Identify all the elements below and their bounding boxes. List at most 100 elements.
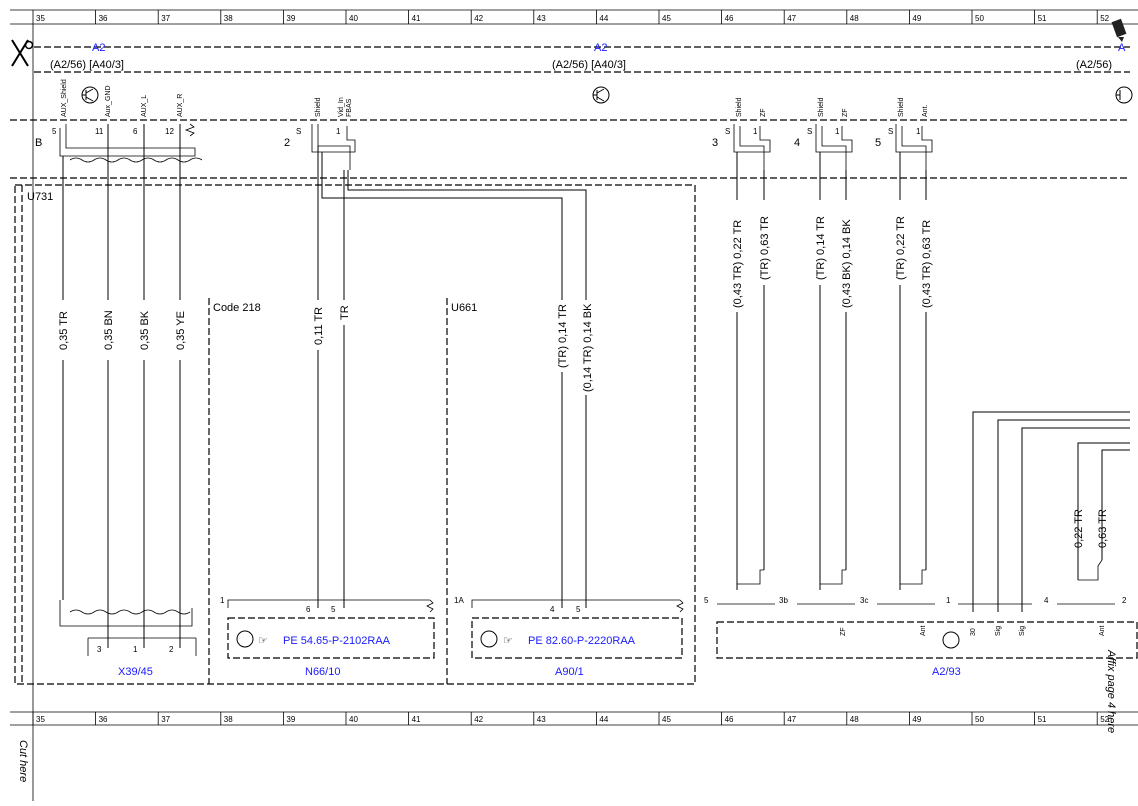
svg-text:S: S xyxy=(888,127,893,136)
svg-text:S: S xyxy=(807,127,812,136)
svg-text:Sig: Sig xyxy=(1019,626,1026,636)
top-column-label: 50 xyxy=(975,14,984,23)
module-a2-ref-2: (A2/56) [A40/3] xyxy=(552,59,626,71)
wire-label-13: (TR) 0,22 TR xyxy=(895,216,907,280)
bottom-column-label: 51 xyxy=(1038,715,1047,724)
svg-text:1: 1 xyxy=(133,645,138,654)
wire-label-3: 0,35 BK xyxy=(139,310,151,350)
component-x39-45: 3 1 2 X39/45 xyxy=(59,600,197,678)
connector-4: 4 S 1 xyxy=(794,124,853,170)
svg-text:4: 4 xyxy=(550,605,555,614)
x39-45-label: X39/45 xyxy=(118,666,153,678)
pin-aux-r: AUX_R xyxy=(177,94,184,117)
wire-label-2: 0,35 BN xyxy=(103,310,115,350)
bottom-column-label: 43 xyxy=(537,715,546,724)
zone-u731-label: U731 xyxy=(27,191,53,203)
svg-text:1: 1 xyxy=(336,127,341,136)
top-column-label: 37 xyxy=(161,14,170,23)
transistor-symbol-icon xyxy=(81,86,99,104)
pen-icon xyxy=(1111,18,1127,42)
svg-text:5: 5 xyxy=(704,596,709,605)
svg-text:3: 3 xyxy=(712,137,718,149)
svg-text:6: 6 xyxy=(133,127,138,136)
svg-text:Ant: Ant xyxy=(920,625,927,636)
svg-text:ZF: ZF xyxy=(840,627,847,636)
module-a2-ref: (A2/56) [A40/3] xyxy=(50,59,124,71)
svg-text:4: 4 xyxy=(1044,596,1049,605)
scissors-icon xyxy=(11,39,34,67)
wire-label-14: (0,43 TR) 0,63 TR xyxy=(921,220,933,308)
top-column-label: 44 xyxy=(599,14,608,23)
component-a2-93: 5 3b 3c 1 4 2 30 Sig Sig Ant Ant ZF A2/9… xyxy=(704,559,1138,678)
svg-text:3: 3 xyxy=(97,645,102,654)
wire-label-12: (0,43 BK) 0,14 BK xyxy=(841,219,853,308)
zone-u731-outline xyxy=(14,184,696,685)
svg-text:5: 5 xyxy=(331,605,336,614)
wire-label-8: (0,14 TR) 0,14 BK xyxy=(582,303,594,392)
top-column-label: 49 xyxy=(912,14,921,23)
svg-text:3b: 3b xyxy=(779,596,788,605)
pointing-hand-icon: ☞ xyxy=(258,635,268,647)
bottom-column-label: 40 xyxy=(349,715,358,724)
svg-text:5: 5 xyxy=(875,137,881,149)
pointing-hand-icon-2: ☞ xyxy=(503,635,513,647)
pin-zf-c: ZF xyxy=(842,108,849,117)
a90-1-ref-link: PE 82.60-P-2220RAA xyxy=(528,635,636,647)
bottom-column-label: 48 xyxy=(850,715,859,724)
pin-aux-l: AUX_L xyxy=(141,95,148,117)
top-column-label: 40 xyxy=(349,14,358,23)
svg-text:1: 1 xyxy=(916,127,921,136)
bottom-column-label: 41 xyxy=(412,715,421,724)
svg-text:1: 1 xyxy=(946,596,951,605)
transistor-symbol-icon-3 xyxy=(1115,86,1133,104)
wire-label-10: (TR) 0,63 TR xyxy=(759,216,771,280)
top-column-label: 45 xyxy=(662,14,671,23)
top-column-label: 43 xyxy=(537,14,546,23)
wire-label-5: 0,11 TR xyxy=(313,307,325,345)
n66-10-label: N66/10 xyxy=(305,666,340,678)
top-column-label: 35 xyxy=(36,14,45,23)
svg-text:1: 1 xyxy=(835,127,840,136)
connector-b: B 5 11 6 12 xyxy=(35,123,203,163)
svg-text:1A: 1A xyxy=(454,596,464,605)
bottom-column-label: 44 xyxy=(599,715,608,724)
svg-text:5: 5 xyxy=(576,605,581,614)
pin-shield-b: Shield xyxy=(736,97,743,117)
wire-label-6: TR xyxy=(339,305,351,320)
svg-text:5: 5 xyxy=(52,127,57,136)
svg-text:Sig: Sig xyxy=(995,626,1002,636)
connector-3: 3 S 1 xyxy=(712,124,771,170)
pin-aux-shield: AUX_Shield xyxy=(61,79,68,117)
bottom-column-label: 46 xyxy=(725,715,734,724)
svg-text:2: 2 xyxy=(284,137,290,149)
top-column-label: 39 xyxy=(286,14,295,23)
pin-ant-d: Ant. xyxy=(922,104,929,117)
bottom-column-label: 50 xyxy=(975,715,984,724)
zone-code218-label: Code 218 xyxy=(213,302,261,314)
svg-text:11: 11 xyxy=(95,127,104,136)
wire-label-15: 0,22 TR xyxy=(1073,509,1085,548)
pin-aux-gnd: Aux_GND xyxy=(105,85,112,117)
wire-runs xyxy=(62,124,1130,648)
svg-text:Ant: Ant xyxy=(1099,625,1106,636)
top-column-label: 52 xyxy=(1100,14,1109,23)
bottom-column-label: 35 xyxy=(36,715,45,724)
top-column-label: 47 xyxy=(787,14,796,23)
top-column-label: 46 xyxy=(725,14,734,23)
n66-10-ref-link: PE 54.65-P-2102RAA xyxy=(283,635,391,647)
svg-text:2: 2 xyxy=(1122,596,1127,605)
pin-fbas: FBAS xyxy=(346,98,353,117)
svg-text:2: 2 xyxy=(169,645,174,654)
wire-label-1: 0,35 TR xyxy=(58,311,70,350)
wire-label-7: (TR) 0,14 TR xyxy=(557,304,569,368)
top-column-label: 48 xyxy=(850,14,859,23)
bottom-column-label: 45 xyxy=(662,715,671,724)
a2-93-label: A2/93 xyxy=(932,666,961,678)
top-column-label: 41 xyxy=(412,14,421,23)
pin-vid-in: Vid_In xyxy=(338,97,345,117)
module-a2-label: A2 xyxy=(92,42,105,54)
